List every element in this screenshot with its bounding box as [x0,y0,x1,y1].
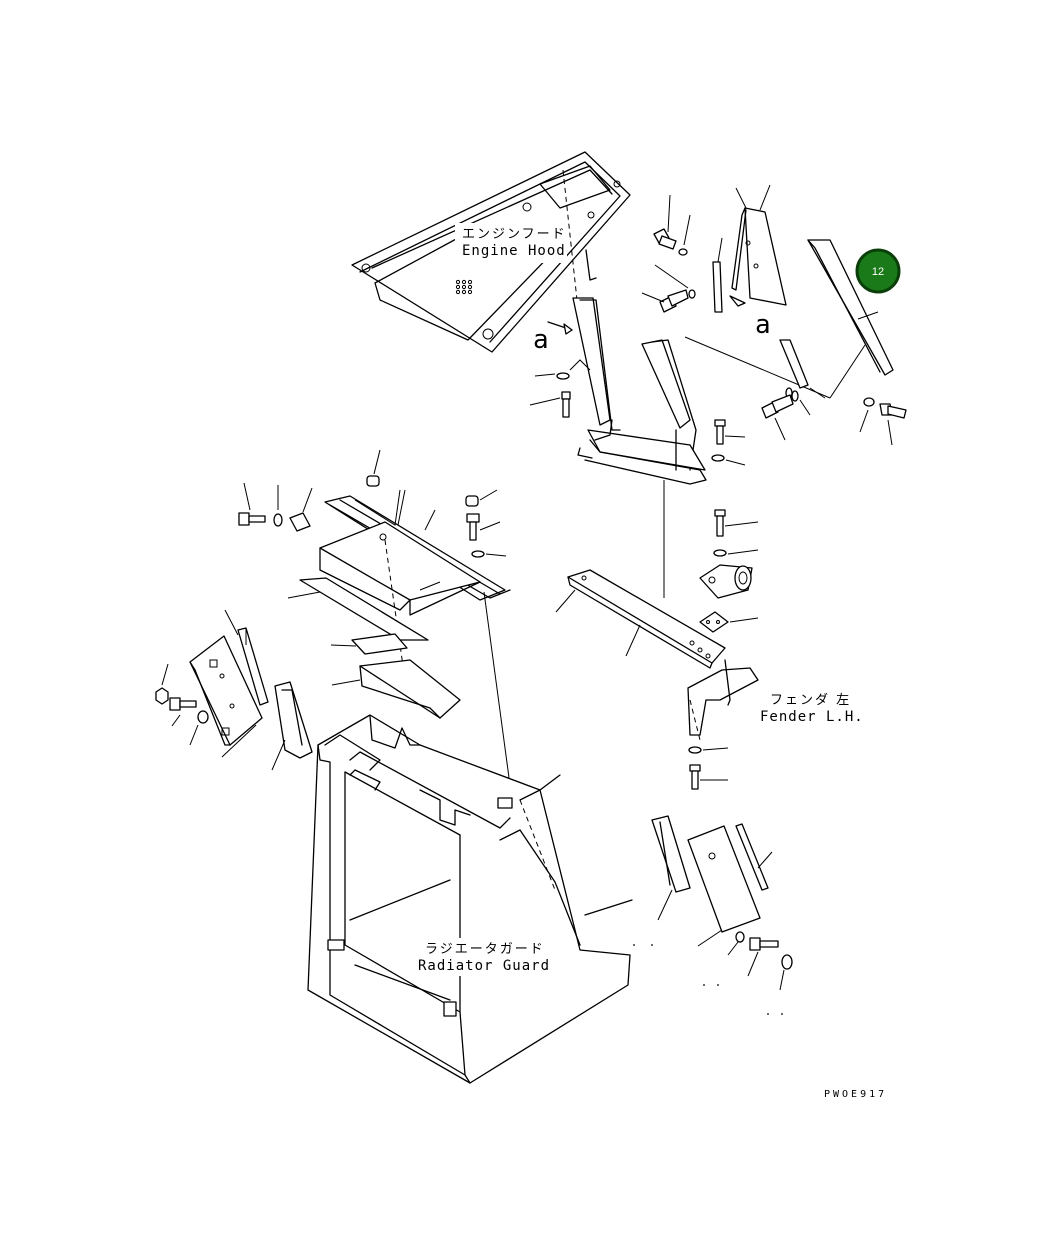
bolt-washer-fender-lower[interactable] [688,746,729,790]
seal-strips[interactable] [287,577,461,719]
bolt-washer-group-left[interactable] [238,482,313,532]
engine-hood-label-jp: エンジンフード [462,227,567,242]
nut-bolt-washer-left[interactable] [155,663,209,746]
callout-12-ring [855,248,901,294]
radiator-guard-label-en: Radiator Guard [418,958,550,974]
dot-markers [633,944,783,1015]
view-mark-left: a [533,325,549,355]
callout-12[interactable]: 12 [855,248,901,294]
bolt-washer-pin-lower[interactable] [727,931,793,991]
bolt-washer-bracket-base[interactable] [711,419,746,466]
fender-bracket[interactable] [687,659,759,741]
engine-hood-label-en: Engine Hood [462,243,566,259]
lower-angle-bracket[interactable] [651,815,691,921]
left-seal-strip[interactable] [237,627,269,706]
hood-support-bracket[interactable] [572,297,707,485]
left-bracket-plate[interactable] [189,609,263,746]
drawing-code: PWOE917 [824,1089,887,1100]
bolt-group-top-right[interactable] [641,194,696,313]
mounting-plate-small[interactable] [699,611,759,633]
lower-seal-strip[interactable] [735,823,773,891]
bolt-washer-fender-upper[interactable] [713,509,759,557]
view-mark-right: a [755,310,771,340]
fender-cross-beam[interactable] [555,569,726,669]
side-plate-upper[interactable] [712,184,787,313]
side-plate-part-12[interactable] [807,239,894,376]
lower-side-plate[interactable] [687,825,761,947]
left-angle-bracket[interactable] [221,681,313,771]
cover-plate-upper[interactable] [319,521,481,616]
radiator-guard-label-jp: ラジエータガード [425,942,545,957]
hinge-bracket[interactable] [699,564,753,599]
callout-12-number: 12 [872,266,884,278]
fender-label-en: Fender L.H. [760,709,864,725]
bracket-bolt-group-right[interactable] [761,339,907,446]
rubber-stopper[interactable] [366,449,498,507]
radiator-guard-frame[interactable] [307,714,633,1084]
fender-label-jp: フェンダ 左 [770,693,851,708]
bolt-washer-group-upper-left[interactable] [529,372,571,418]
bolt-stack-center[interactable] [466,513,507,558]
